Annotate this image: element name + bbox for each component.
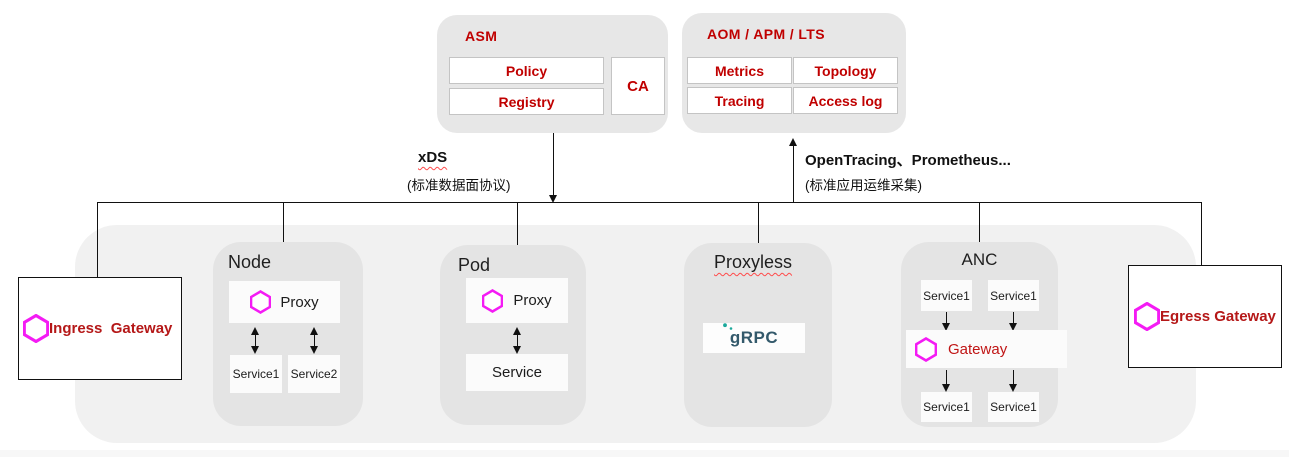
asm-registry-box: Registry bbox=[449, 88, 604, 115]
anc-arrow-down bbox=[942, 312, 951, 331]
asm-ca-box: CA bbox=[611, 57, 665, 115]
aom-tracing-box: Tracing bbox=[687, 87, 792, 114]
pod-proxy-label: Proxy bbox=[513, 292, 552, 309]
node-title: Node bbox=[228, 252, 272, 272]
grpc-logo-box: gRPC bbox=[703, 323, 805, 353]
aom-panel: AOM / APM / LTS Metrics Topology Tracing… bbox=[682, 13, 906, 133]
node-arrow-service2 bbox=[310, 327, 319, 354]
pod-arrow-service bbox=[513, 327, 522, 354]
proxyless-cluster: Proxyless gRPC bbox=[684, 243, 832, 427]
anc-arrow-down bbox=[942, 370, 951, 392]
pod-service-label: Service bbox=[491, 364, 543, 381]
bus-line bbox=[97, 202, 1202, 204]
egress-gateway-label: Egress Gateway bbox=[1160, 308, 1276, 325]
pod-service-box: Service bbox=[466, 354, 568, 391]
xds-sublabel: (标准数据面协议) bbox=[407, 178, 511, 193]
hexagon-icon bbox=[250, 290, 272, 314]
node-arrow-service1 bbox=[251, 327, 260, 354]
drop-line-node bbox=[283, 202, 285, 281]
bottom-strip bbox=[0, 450, 1289, 457]
anc-service-label: Service1 bbox=[923, 400, 970, 414]
aom-tracing-label: Tracing bbox=[714, 92, 765, 109]
asm-registry-label: Registry bbox=[498, 93, 555, 110]
anc-service-label: Service1 bbox=[990, 288, 1037, 303]
aom-accesslog-box: Access log bbox=[793, 87, 898, 114]
anc-service-label: Service1 bbox=[923, 288, 970, 303]
grpc-dots-icon bbox=[722, 323, 733, 330]
egress-gateway-box: Egress Gateway bbox=[1128, 265, 1282, 368]
telemetry-arrow-up bbox=[789, 138, 798, 203]
drop-line-anc bbox=[979, 202, 981, 242]
asm-panel: ASM Policy Registry CA bbox=[437, 15, 668, 133]
node-proxy-box: Proxy bbox=[229, 281, 340, 323]
drop-line-egress bbox=[1200, 202, 1202, 265]
hexagon-icon bbox=[23, 314, 49, 343]
anc-service-label: Service1 bbox=[990, 400, 1037, 414]
anc-title: ANC bbox=[961, 250, 998, 269]
drop-line-ingress bbox=[97, 202, 99, 277]
pod-proxy-box: Proxy bbox=[466, 278, 568, 323]
node-service2-label: Service2 bbox=[290, 367, 338, 381]
pod-cluster: Pod Proxy Service bbox=[440, 245, 586, 425]
drop-line-pod bbox=[517, 202, 519, 278]
asm-policy-box: Policy bbox=[449, 57, 604, 84]
ingress-gateway-label: Ingress Gateway bbox=[49, 320, 173, 337]
aom-topology-label: Topology bbox=[814, 62, 877, 79]
aom-accesslog-label: Access log bbox=[808, 92, 883, 109]
asm-policy-label: Policy bbox=[505, 62, 548, 79]
hexagon-icon bbox=[1134, 302, 1160, 331]
ingress-gateway-box: Ingress Gateway bbox=[18, 277, 182, 380]
anc-service-bottom-right-box: Service1 bbox=[988, 392, 1039, 422]
node-service2-box: Service2 bbox=[288, 355, 340, 393]
anc-gateway-label: Gateway bbox=[948, 340, 1008, 358]
anc-gateway-bar: Gateway bbox=[906, 330, 1067, 368]
node-service1-label: Service1 bbox=[232, 367, 280, 381]
xds-arrow-down bbox=[549, 133, 558, 203]
pod-title: Pod bbox=[458, 255, 491, 275]
grpc-logo-text: gRPC bbox=[729, 328, 779, 347]
telemetry-label: OpenTracing、Prometheus... bbox=[805, 152, 1011, 169]
node-proxy-label: Proxy bbox=[280, 293, 319, 311]
anc-arrow-down bbox=[1009, 312, 1018, 331]
drop-line-proxyless bbox=[758, 202, 760, 243]
anc-service-top-left-box: Service1 bbox=[921, 280, 972, 311]
node-service1-box: Service1 bbox=[230, 355, 282, 393]
anc-service-top-right-box: Service1 bbox=[988, 280, 1039, 311]
asm-ca-label: CA bbox=[627, 77, 649, 95]
aom-metrics-box: Metrics bbox=[687, 57, 792, 84]
aom-title: AOM / APM / LTS bbox=[707, 26, 825, 42]
hexagon-icon bbox=[915, 336, 937, 362]
aom-topology-box: Topology bbox=[793, 57, 898, 84]
anc-arrow-down bbox=[1009, 370, 1018, 392]
aom-metrics-label: Metrics bbox=[714, 62, 765, 79]
node-cluster: Node Proxy Service1 Service2 bbox=[213, 242, 363, 426]
grpc-logo: gRPC bbox=[722, 323, 779, 348]
anc-cluster: ANC Service1 Service1 Gateway Service1 S… bbox=[901, 242, 1067, 427]
telemetry-sublabel: (标准应用运维采集) bbox=[805, 178, 922, 193]
hexagon-icon bbox=[482, 288, 504, 313]
xds-label: xDS bbox=[418, 149, 448, 166]
anc-service-bottom-left-box: Service1 bbox=[921, 392, 972, 422]
asm-title: ASM bbox=[465, 28, 498, 44]
proxyless-title: Proxyless bbox=[714, 252, 793, 272]
